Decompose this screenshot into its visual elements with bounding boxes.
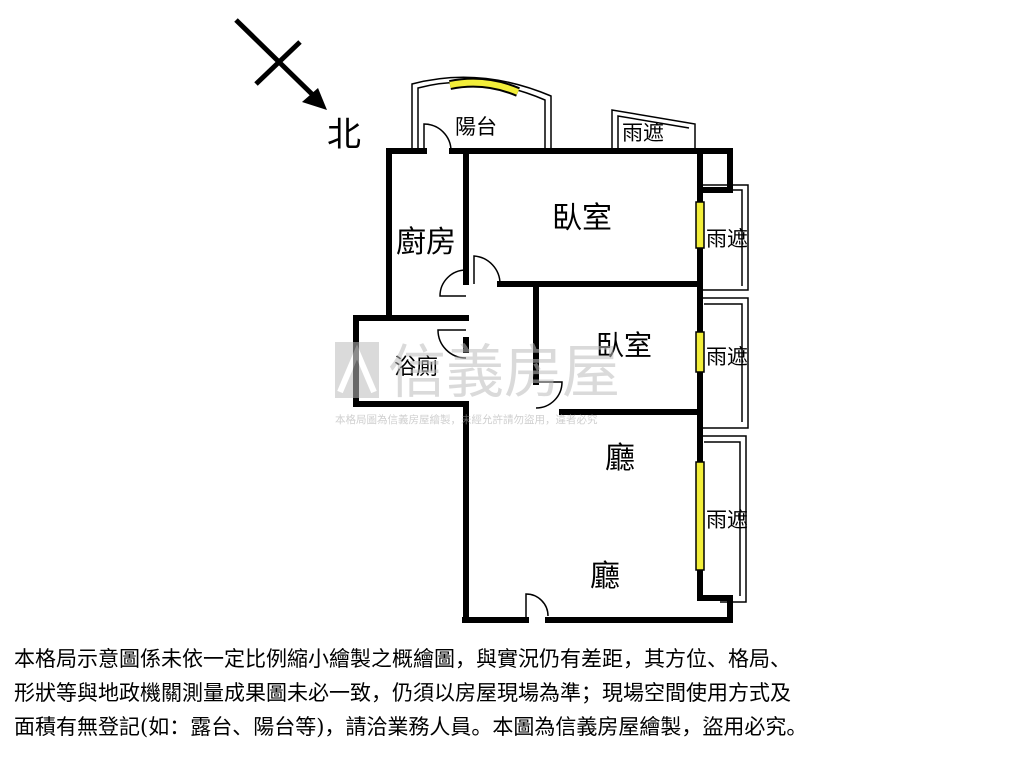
watermark: 信義房屋 本格局圖為信義房屋繪製，未經允許請勿盜用，違者必究 <box>335 338 620 426</box>
watermark-brand: 信義房屋 <box>388 338 620 406</box>
living-2-label: 廳 <box>590 559 620 594</box>
canopy-right-2-label: 雨遮 <box>706 345 748 369</box>
canopy-right-1-label: 雨遮 <box>706 227 748 251</box>
canopy-right-2-outline-inner <box>704 303 743 422</box>
compass-cross-line <box>254 40 302 86</box>
bathroom-label: 浴廁 <box>394 355 438 380</box>
window-bedroom1 <box>695 201 705 249</box>
window-living <box>695 461 705 571</box>
compass-north-label: 北 <box>327 115 361 155</box>
doors <box>423 123 563 620</box>
canopies-right: 雨遮 雨遮 雨遮 <box>701 184 749 603</box>
door-kitchen <box>439 269 467 297</box>
floor-plan: 北 陽台 雨遮 雨遮 雨遮 雨遮 <box>234 18 749 623</box>
door-bathroom <box>437 329 467 359</box>
disclaimer-line-2: 形狀等與地政機關測量成果圖未必一致，仍須以房屋現場為準；現場空間使用方式及 <box>14 681 791 705</box>
window-bedroom2 <box>695 331 705 373</box>
door-balcony <box>423 123 452 152</box>
room-labels: 廚房 臥室 臥室 浴廁 廳 廳 <box>394 201 652 594</box>
balcony-window-fill <box>449 79 520 95</box>
compass-arrow-head <box>302 88 327 110</box>
disclaimer-line-3: 面積有無登記(如：露台、陽台等)，請洽業務人員。本圖為信義房屋繪製，盜用必究。 <box>14 715 808 739</box>
windows <box>695 201 705 571</box>
living-1-label: 廳 <box>605 441 635 476</box>
compass-arrow-line <box>234 18 320 102</box>
disclaimer: 本格局示意圖係未依一定比例縮小繪製之概繪圖，與實況仍有差距，其方位、格局、 形狀… <box>14 642 1014 744</box>
canopy-right-3-outline-inner <box>704 441 741 596</box>
door-entry <box>525 593 549 620</box>
balcony-label: 陽台 <box>455 115 497 139</box>
canopy-top: 雨遮 <box>611 109 696 151</box>
canopy-top-outline-inner <box>617 115 690 151</box>
disclaimer-line-1: 本格局示意圖係未依一定比例縮小繪製之概繪圖，與實況仍有差距，其方位、格局、 <box>14 647 791 671</box>
compass: 北 <box>234 18 361 155</box>
canopy-top-label: 雨遮 <box>622 121 664 145</box>
watermark-logo-mark <box>337 344 377 394</box>
balcony: 陽台 <box>411 76 552 151</box>
kitchen-label: 廚房 <box>396 225 456 260</box>
bedroom-1-label: 臥室 <box>552 201 612 236</box>
door-bedroom1 <box>473 255 501 285</box>
door-bedroom2 <box>535 381 563 409</box>
bedroom-2-label: 臥室 <box>596 329 652 362</box>
canopy-right-3-label: 雨遮 <box>706 508 748 532</box>
canopy-top-outline <box>611 109 696 151</box>
canopy-right-2-outline <box>701 297 749 429</box>
canopy-right-1-outline <box>701 184 749 291</box>
watermark-notice: 本格局圖為信義房屋繪製，未經允許請勿盜用，違者必究 <box>335 413 598 426</box>
